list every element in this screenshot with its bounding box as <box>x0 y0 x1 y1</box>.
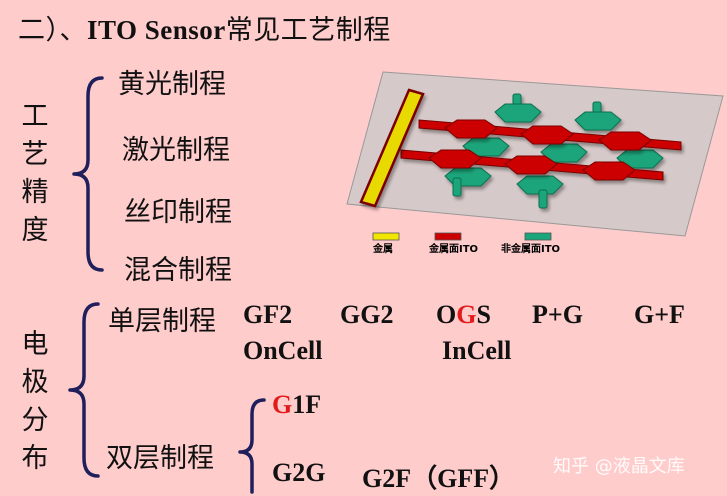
code-gf2: GF2 <box>243 300 293 329</box>
label-char: 度 <box>21 215 49 246</box>
red-ito-pattern <box>400 119 682 181</box>
title-prefix: 二）、 <box>18 15 87 46</box>
craft-item: 黄光制程 <box>118 69 226 100</box>
craft-precision-label: 工 艺 精 度 <box>20 98 50 250</box>
electrode-brace <box>68 302 100 478</box>
label-char: 布 <box>21 443 49 474</box>
code-g2f-gff: G2F（GFF） <box>362 464 516 493</box>
code-incell: InCell <box>442 336 512 365</box>
label-char: 分 <box>21 405 49 436</box>
code-p-plus-g: P+G <box>532 300 583 329</box>
electrode-label: 电 极 分 布 <box>20 326 50 478</box>
legend-swatch-metal-ito <box>434 232 462 241</box>
legend-label-metal-ito: 金属面ITO <box>428 242 478 255</box>
code-oncell: OnCell <box>243 336 323 365</box>
legend-label-metal: 金属 <box>372 242 393 255</box>
double-layer-brace <box>238 398 266 494</box>
double-layer-label: 双层制程 <box>106 443 214 474</box>
legend-swatch-nonmetal-ito <box>524 232 552 241</box>
metal-bus-bar <box>359 88 425 208</box>
glass-panel <box>346 71 724 237</box>
diagram-legend: 金属 金属面ITO 非金属面ITO <box>372 232 560 255</box>
craft-item: 丝印制程 <box>124 197 232 228</box>
code-g-plus-f: G+F <box>634 300 685 329</box>
single-layer-label: 单层制程 <box>108 306 216 337</box>
code-g1f: G1F <box>272 390 322 419</box>
label-char: 电 <box>21 329 49 360</box>
craft-item: 混合制程 <box>124 255 232 286</box>
label-char: 精 <box>21 177 49 208</box>
code-ogs: OGS <box>436 300 491 329</box>
label-char: 极 <box>21 367 49 398</box>
legend-label-nonmetal-ito: 非金属面ITO <box>501 242 560 255</box>
title-suffix: 常见工艺制程 <box>225 15 391 46</box>
legend-swatch-metal <box>372 232 400 241</box>
craft-precision-brace <box>72 76 104 272</box>
title-latin: ITO Sensor <box>87 15 226 45</box>
label-char: 艺 <box>21 139 49 170</box>
page-title: 二）、ITO Sensor常见工艺制程 <box>18 8 391 47</box>
green-ito-pads <box>444 93 664 209</box>
code-gg2: GG2 <box>340 300 394 329</box>
label-char: 工 <box>21 101 49 132</box>
code-g2g: G2G <box>272 458 326 487</box>
ito-sensor-diagram: 金属 金属面ITO 非金属面ITO <box>346 71 724 255</box>
craft-item: 激光制程 <box>122 135 230 166</box>
watermark: 知乎 @液晶文库 <box>553 456 685 477</box>
